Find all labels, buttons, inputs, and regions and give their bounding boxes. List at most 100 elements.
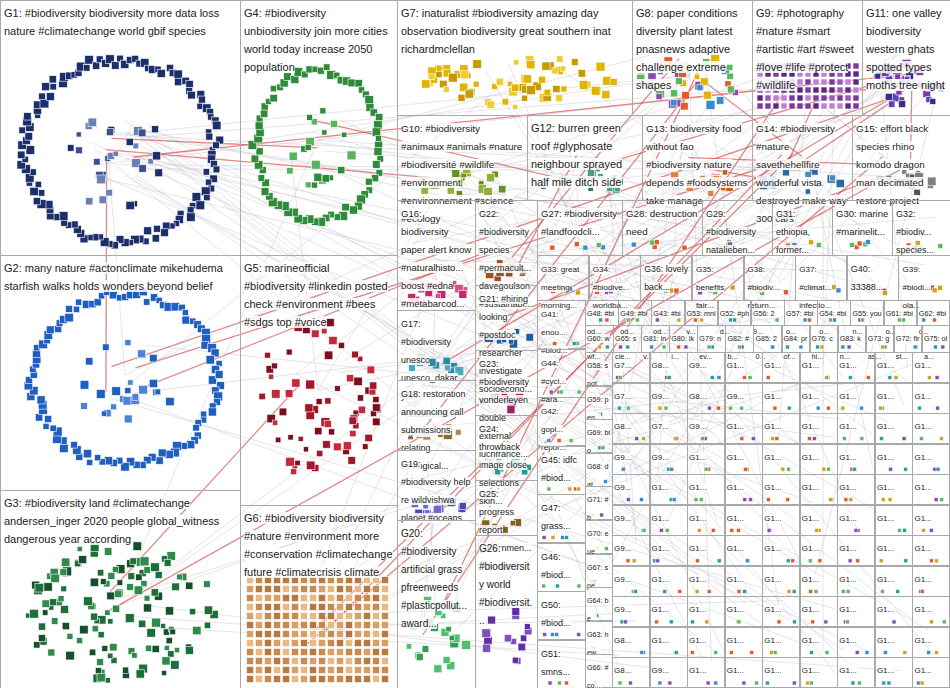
vertex-icon bbox=[103, 344, 110, 351]
tie-line bbox=[147, 606, 657, 669]
group-box: G1... bbox=[725, 444, 763, 475]
vertex-icon bbox=[783, 169, 790, 176]
vertex-icon bbox=[372, 175, 379, 182]
vertex-icon bbox=[550, 633, 554, 637]
vertex-icon bbox=[325, 398, 331, 404]
vertex-icon bbox=[140, 557, 149, 566]
group-box: G7... bbox=[650, 413, 688, 444]
vertex-icon bbox=[382, 676, 389, 683]
vertex-icon bbox=[673, 650, 677, 654]
vertex-icon bbox=[845, 620, 849, 624]
vertex-icon bbox=[789, 103, 795, 109]
vertex-icon bbox=[256, 595, 263, 602]
vertex-icon bbox=[658, 406, 662, 410]
vertex-icon bbox=[748, 376, 752, 380]
vertex-icon bbox=[556, 95, 563, 102]
vertex-icon bbox=[301, 649, 308, 656]
vertex-icon bbox=[904, 467, 908, 471]
vertex-icon bbox=[803, 318, 807, 322]
vertex-icon bbox=[337, 667, 344, 674]
vertex-icon bbox=[83, 65, 90, 72]
vertex-icon bbox=[256, 586, 263, 593]
group-box: G23: #biodiversity vonderleyen double ex… bbox=[475, 350, 538, 416]
vertex-icon bbox=[338, 167, 345, 174]
group-box: G15: effort black species rhino komodo d… bbox=[852, 115, 950, 201]
vertex-icon bbox=[825, 650, 829, 654]
vertex-icon bbox=[596, 62, 605, 71]
vertex-icon bbox=[98, 632, 104, 638]
vertex-icon bbox=[569, 439, 573, 443]
group-box: G1... bbox=[762, 444, 800, 475]
vertex-icon bbox=[920, 589, 924, 593]
vertex-icon bbox=[631, 242, 636, 247]
vertex-icon bbox=[144, 595, 150, 601]
vertex-icon bbox=[406, 644, 411, 649]
vertex-icon bbox=[283, 658, 290, 665]
vertex-icon bbox=[342, 132, 347, 137]
vertex-icon bbox=[292, 667, 299, 674]
group-label: G4: #biodiversity unbiodiversity join mo… bbox=[244, 7, 388, 73]
vertex-icon bbox=[292, 586, 299, 593]
vertex-icon bbox=[154, 225, 161, 232]
vertex-icon bbox=[322, 328, 328, 334]
vertex-icon bbox=[737, 589, 741, 593]
vertex-icon bbox=[42, 83, 50, 91]
vertex-icon bbox=[265, 658, 272, 665]
vertex-icon bbox=[786, 559, 790, 563]
vertex-icon bbox=[139, 165, 146, 172]
vertex-icon bbox=[565, 536, 569, 540]
vertex-icon bbox=[319, 631, 326, 638]
vertex-icon bbox=[799, 345, 803, 349]
group-label: G79: nev... bbox=[699, 334, 721, 361]
group-label: G8: paper conditions diversity plant lat… bbox=[636, 7, 738, 91]
vertex-icon bbox=[61, 558, 70, 567]
vertex-icon bbox=[513, 59, 519, 65]
vertex-icon bbox=[112, 605, 119, 612]
group-box: G76: chi... bbox=[810, 325, 839, 353]
vertex-icon bbox=[766, 498, 770, 502]
group-box: G1... bbox=[687, 444, 725, 475]
vertex-icon bbox=[936, 467, 940, 471]
vertex-icon bbox=[65, 313, 74, 322]
group-box: G8... bbox=[612, 413, 650, 444]
vertex-icon bbox=[110, 643, 117, 650]
vertex-icon bbox=[37, 396, 45, 404]
vertex-icon bbox=[618, 376, 622, 380]
vertex-icon bbox=[196, 201, 205, 210]
vertex-icon bbox=[557, 439, 561, 443]
vertex-icon bbox=[337, 586, 344, 593]
tie-line bbox=[436, 85, 886, 425]
group-label: G30: marine #marinelit... bbox=[836, 208, 888, 237]
red-tie-line bbox=[307, 157, 882, 644]
vertex-icon bbox=[704, 467, 708, 471]
vertex-icon bbox=[373, 631, 380, 638]
vertex-icon bbox=[920, 681, 924, 685]
vertex-icon bbox=[25, 132, 33, 140]
vertex-icon bbox=[346, 676, 353, 683]
vertex-icon bbox=[805, 79, 811, 85]
vertex-icon bbox=[364, 649, 371, 656]
vertex-icon bbox=[722, 170, 727, 175]
vertex-icon bbox=[940, 498, 944, 502]
vertex-icon bbox=[697, 85, 703, 91]
vertex-icon bbox=[526, 334, 534, 342]
group-label: G1... bbox=[764, 483, 781, 492]
vertex-icon bbox=[568, 487, 572, 491]
vertex-icon bbox=[765, 95, 771, 101]
vertex-icon bbox=[174, 78, 182, 86]
vertex-icon bbox=[640, 498, 644, 502]
vertex-icon bbox=[879, 437, 883, 441]
vertex-icon bbox=[618, 681, 622, 685]
tie-line bbox=[141, 139, 770, 630]
vertex-icon bbox=[899, 100, 906, 107]
vertex-icon bbox=[364, 613, 371, 620]
vertex-icon bbox=[518, 643, 526, 651]
vertex-icon bbox=[305, 144, 311, 150]
vertex-icon bbox=[373, 404, 380, 411]
vertex-icon bbox=[274, 676, 281, 683]
vertex-icon bbox=[306, 411, 314, 419]
vertex-icon bbox=[816, 406, 820, 410]
vertex-icon bbox=[91, 613, 98, 620]
vertex-icon bbox=[355, 613, 362, 620]
vertex-icon bbox=[446, 627, 451, 632]
